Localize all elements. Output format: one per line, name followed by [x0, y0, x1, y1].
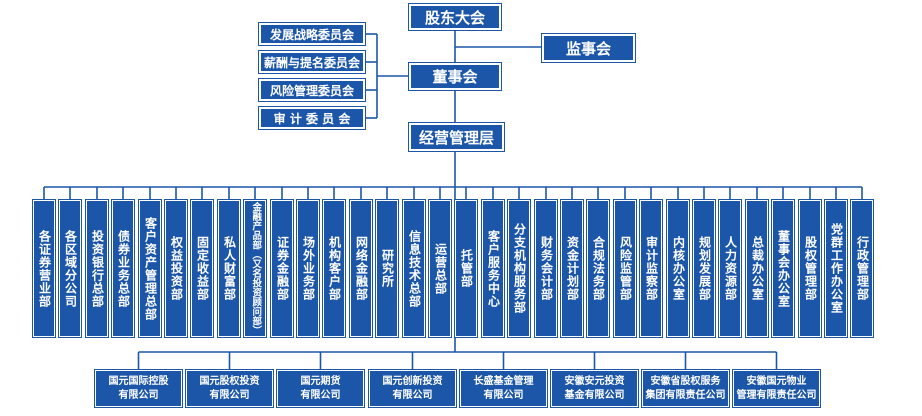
subsidiary-box: 国元创新投资 有限公司: [368, 369, 457, 408]
department-box: 私人财富部: [217, 199, 241, 338]
department-box: 客户服务中心: [481, 199, 505, 338]
department-box: 董事会办公室: [771, 199, 795, 338]
department-box: 各证券营业部: [32, 199, 56, 338]
department-box: 金融产品部（又名投资顾问部）: [243, 199, 267, 338]
committee-strategy-box: 发展战略委员会: [258, 22, 366, 46]
subsidiary-box: 国元股权投资 有限公司: [185, 369, 274, 408]
department-box: 风险监管部: [613, 199, 637, 338]
department-box: 内核办公室: [666, 199, 690, 338]
department-box: 托管部: [454, 199, 478, 338]
supervisory-board-box: 监事会: [541, 33, 636, 63]
department-box: 固定收益部: [190, 199, 214, 338]
department-box: 债券业务总部: [111, 199, 135, 338]
department-box: 党群工作办公室: [824, 199, 848, 338]
department-box: 证券金融部: [270, 199, 294, 338]
department-box: 审计监察部: [639, 199, 663, 338]
subsidiary-box: 国元国际控股 有限公司: [94, 369, 183, 408]
department-box: 各区域分公司: [58, 199, 82, 338]
department-box: 股权管理部: [798, 199, 822, 338]
committee-remuneration-box: 薪酬与提名委员会: [258, 50, 366, 74]
subsidiary-box: 安徽安元投资 基金有限公司: [550, 369, 639, 408]
department-box: 运营总部: [428, 199, 452, 338]
department-box: 规划发展部: [692, 199, 716, 338]
department-box: 投资银行总部: [85, 199, 109, 338]
management-box: 经营管理层: [408, 122, 505, 152]
committee-audit-box: 审 计 委 员 会: [258, 106, 366, 130]
department-box: 资金计划部: [560, 199, 584, 338]
department-box: 行政管理部: [850, 199, 874, 338]
department-box: 人力资源部: [718, 199, 742, 338]
department-box: 机构客户部: [322, 199, 346, 338]
committee-risk-box: 风险管理委员会: [258, 78, 366, 102]
shareholders-meeting-box: 股东大会: [408, 3, 502, 31]
department-box: 网络金融部: [349, 199, 373, 338]
department-box: 权益投资部: [164, 199, 188, 338]
department-box: 合规法务部: [586, 199, 610, 338]
department-box: 客户资产管理总部: [138, 199, 162, 338]
department-box: 研究所: [375, 199, 399, 338]
department-box: 场外业务部: [296, 199, 320, 338]
subsidiary-box: 安徽国元物业 管理有限责任公司: [732, 369, 821, 408]
subsidiary-box: 长盛基金管理 有限公司: [459, 369, 548, 408]
subsidiary-box: 安徽省股权服务 集团有限责任公司: [641, 369, 730, 408]
department-box: 财务会计部: [534, 199, 558, 338]
department-box: 信息技术总部: [402, 199, 426, 338]
subsidiary-box: 国元期货 有限公司: [276, 369, 365, 408]
board-of-directors-box: 董事会: [408, 62, 502, 91]
department-box: 总裁办公室: [745, 199, 769, 338]
department-box: 分支机构服务部: [507, 199, 531, 338]
